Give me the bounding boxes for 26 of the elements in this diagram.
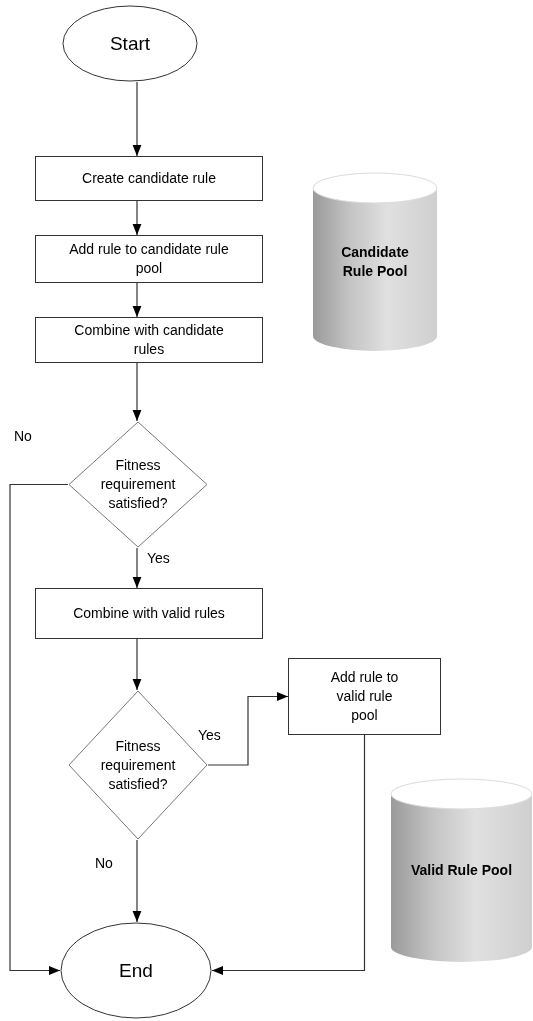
arrow (211, 734, 366, 975)
process-box (35, 317, 263, 363)
process-box (288, 658, 441, 735)
node-text: Create candidate rule (82, 169, 216, 188)
arrow (132, 839, 142, 923)
node-text: Start (109, 34, 151, 53)
node-text: Add rule to valid rule pool (329, 668, 400, 725)
arrow (132, 81, 142, 157)
node-text: Fitness requirement satisfied? (99, 736, 177, 794)
arrow (132, 638, 142, 691)
node-text: Combine with valid rules (73, 604, 225, 623)
node-text: Valid Rule Pool (410, 861, 513, 880)
arrow (132, 362, 142, 422)
node-text: Candidate Rule Pool (340, 243, 410, 281)
node-text: Combine with candidate rules (73, 321, 225, 359)
arrow (207, 692, 289, 766)
node-text: Add rule to candidate rule pool (68, 240, 230, 278)
node-text: Fitness requirement satisfied? (99, 456, 177, 513)
node-text: End (119, 961, 153, 980)
arrow (132, 200, 142, 236)
arrow (132, 282, 142, 318)
process-box (35, 235, 263, 283)
process-box (35, 588, 263, 639)
arrow (9, 483, 69, 975)
process-box (35, 156, 263, 201)
arrow (132, 547, 142, 589)
